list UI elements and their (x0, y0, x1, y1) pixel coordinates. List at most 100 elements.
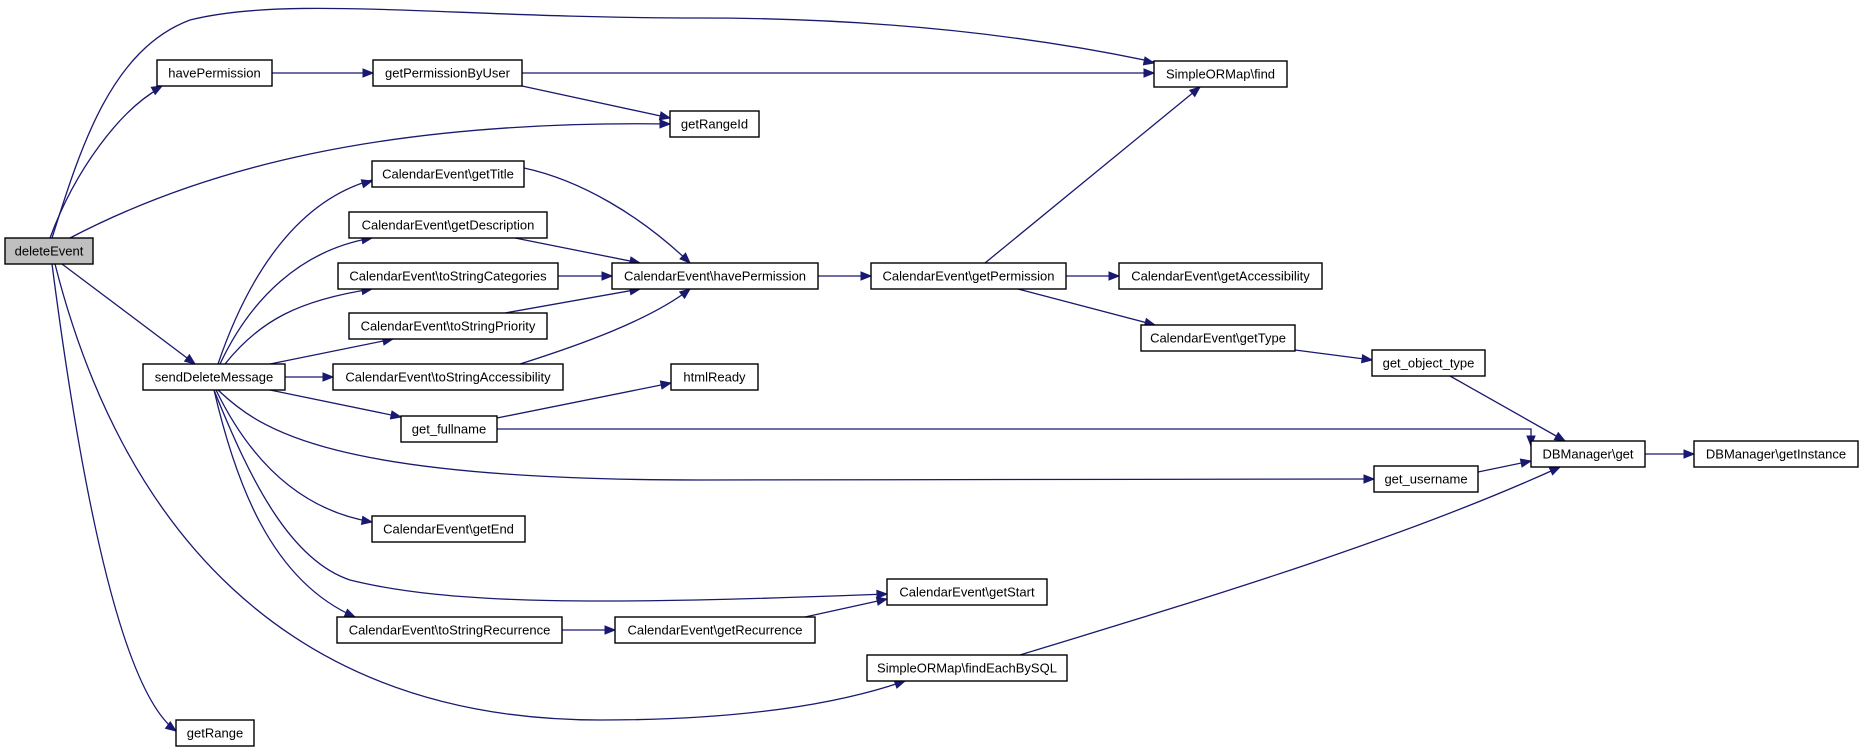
node-havePermission[interactable]: havePermission (156, 59, 273, 87)
node-box (611, 262, 819, 290)
node-box (4, 237, 94, 265)
arrowhead (1108, 271, 1121, 281)
edge-getObjectType-to-dbGet (1449, 375, 1567, 442)
node-deleteEvent[interactable]: deleteEvent (4, 237, 94, 265)
node-box (886, 578, 1048, 606)
arrowhead (322, 372, 335, 382)
node-getRangeId[interactable]: getRangeId (669, 110, 760, 138)
node-sendDeleteMessage[interactable]: sendDeleteMessage (142, 363, 286, 391)
node-getRange[interactable]: getRange (175, 719, 255, 747)
arrowhead (183, 353, 197, 365)
edge-line (224, 288, 373, 365)
edge-line (984, 86, 1201, 264)
node-label: CalendarEvent\toStringRecurrence (349, 623, 551, 638)
edge-ceGetDescription-to-ceHavePermission (514, 237, 642, 266)
edge-deleteEvent-to-getRange (51, 263, 178, 732)
edge-sendDeleteMessage-to-ceGetEnd (215, 389, 374, 525)
arrowhead (875, 596, 889, 606)
edge-ceGetPermission-to-ceGetType (1017, 288, 1157, 327)
edge-havePermission-to-getPermissionByUser (272, 68, 375, 78)
arrowhead (1142, 56, 1156, 66)
edge-line (523, 167, 691, 264)
edge-deleteEvent-to-getRangeId (69, 119, 672, 239)
arrowhead (876, 589, 889, 600)
arrowhead (601, 271, 614, 281)
node-label: CalendarEvent\havePermission (624, 269, 806, 284)
node-label: sendDeleteMessage (155, 370, 274, 385)
edge-line (217, 179, 373, 365)
edge-line (49, 87, 161, 239)
node-ceGetAccessibility[interactable]: CalendarEvent\getAccessibility (1118, 262, 1323, 290)
edge-ceHavePermission-to-ceGetPermission (818, 271, 873, 281)
edge-ceGetRecurrence-to-ceGetStart (804, 596, 889, 618)
node-box (1693, 440, 1859, 468)
node-box (1118, 262, 1323, 290)
edge-line (521, 85, 671, 119)
edge-line (217, 389, 1375, 481)
arrowhead (150, 85, 164, 96)
edge-sendDeleteMessage-to-getFullname (269, 389, 403, 420)
node-sormFindEachBySQL[interactable]: SimpleORMap\findEachBySQL (866, 654, 1068, 682)
node-sormFind[interactable]: SimpleORMap\find (1153, 60, 1288, 88)
node-dbGet[interactable]: DBManager\get (1530, 440, 1646, 468)
node-box (332, 363, 564, 391)
arrowhead (659, 119, 672, 129)
arrowhead (678, 288, 692, 300)
edge-line (804, 598, 888, 618)
node-getPermissionByUser[interactable]: getPermissionByUser (372, 59, 523, 87)
call-graph-nodes: deleteEvent havePermission getPermissionBy… (4, 59, 1859, 747)
node-ceGetType[interactable]: CalendarEvent\getType (1140, 324, 1296, 352)
edge-line (69, 123, 671, 239)
arrowhead (1363, 474, 1376, 484)
node-ceGetPermission[interactable]: CalendarEvent\getPermission (870, 262, 1067, 290)
node-label: getRange (187, 726, 243, 741)
node-box (336, 616, 563, 644)
node-getFullname[interactable]: get_fullname (400, 415, 498, 443)
node-ceGetRecurrence[interactable]: CalendarEvent\getRecurrence (614, 616, 816, 644)
arrowhead (860, 271, 873, 281)
edge-getFullname-to-dbGet (497, 428, 1536, 448)
arrowhead (343, 608, 357, 618)
arrowhead (658, 111, 672, 121)
node-label: htmlReady (683, 370, 746, 385)
node-ceGetEnd[interactable]: CalendarEvent\getEnd (371, 515, 526, 543)
node-ceGetDescription[interactable]: CalendarEvent\getDescription (348, 211, 548, 239)
node-ceToStringAccessibility[interactable]: CalendarEvent\toStringAccessibility (332, 363, 564, 391)
node-getObjectType[interactable]: get_object_type (1371, 349, 1486, 377)
node-ceToStringRecurrence[interactable]: CalendarEvent\toStringRecurrence (336, 616, 563, 644)
node-box (614, 616, 816, 644)
node-label: get_fullname (412, 422, 486, 437)
edge-line (213, 389, 888, 602)
node-box (1373, 465, 1479, 493)
node-ceToStringPriority[interactable]: CalendarEvent\toStringPriority (348, 312, 548, 340)
arrowhead (1548, 466, 1562, 476)
node-label: CalendarEvent\toStringCategories (349, 269, 547, 284)
edge-deleteEvent-to-havePermission (49, 85, 164, 239)
node-ceGetStart[interactable]: CalendarEvent\getStart (886, 578, 1048, 606)
node-dbGetInstance[interactable]: DBManager\getInstance (1693, 440, 1859, 468)
node-getUsername[interactable]: get_username (1373, 465, 1479, 493)
edge-line (496, 382, 672, 419)
arrowhead (1188, 86, 1202, 98)
node-label: getPermissionByUser (385, 66, 511, 81)
node-box (142, 363, 286, 391)
node-ceToStringCategories[interactable]: CalendarEvent\toStringCategories (337, 262, 559, 290)
edge-line (51, 7, 1155, 239)
node-box (1153, 60, 1288, 88)
node-ceGetTitle[interactable]: CalendarEvent\getTitle (371, 160, 525, 188)
edge-dbGet-to-dbGetInstance (1645, 449, 1696, 459)
arrowhead (164, 720, 178, 732)
node-label: CalendarEvent\getTitle (382, 167, 514, 182)
node-htmlReady[interactable]: htmlReady (670, 363, 759, 391)
edge-ceGetPermission-to-ceGetAccessibility (1066, 271, 1121, 281)
node-ceHavePermission[interactable]: CalendarEvent\havePermission (611, 262, 819, 290)
node-box (870, 262, 1067, 290)
node-label: CalendarEvent\getAccessibility (1131, 269, 1310, 284)
arrowhead (362, 68, 375, 78)
arrowhead (1143, 68, 1156, 78)
arrowhead (679, 252, 691, 264)
node-label: DBManager\getInstance (1706, 447, 1846, 462)
edge-line (54, 263, 906, 721)
edge-ceGetPermission-to-sormFind (984, 86, 1202, 264)
node-label: SimpleORMap\findEachBySQL (877, 661, 1057, 676)
